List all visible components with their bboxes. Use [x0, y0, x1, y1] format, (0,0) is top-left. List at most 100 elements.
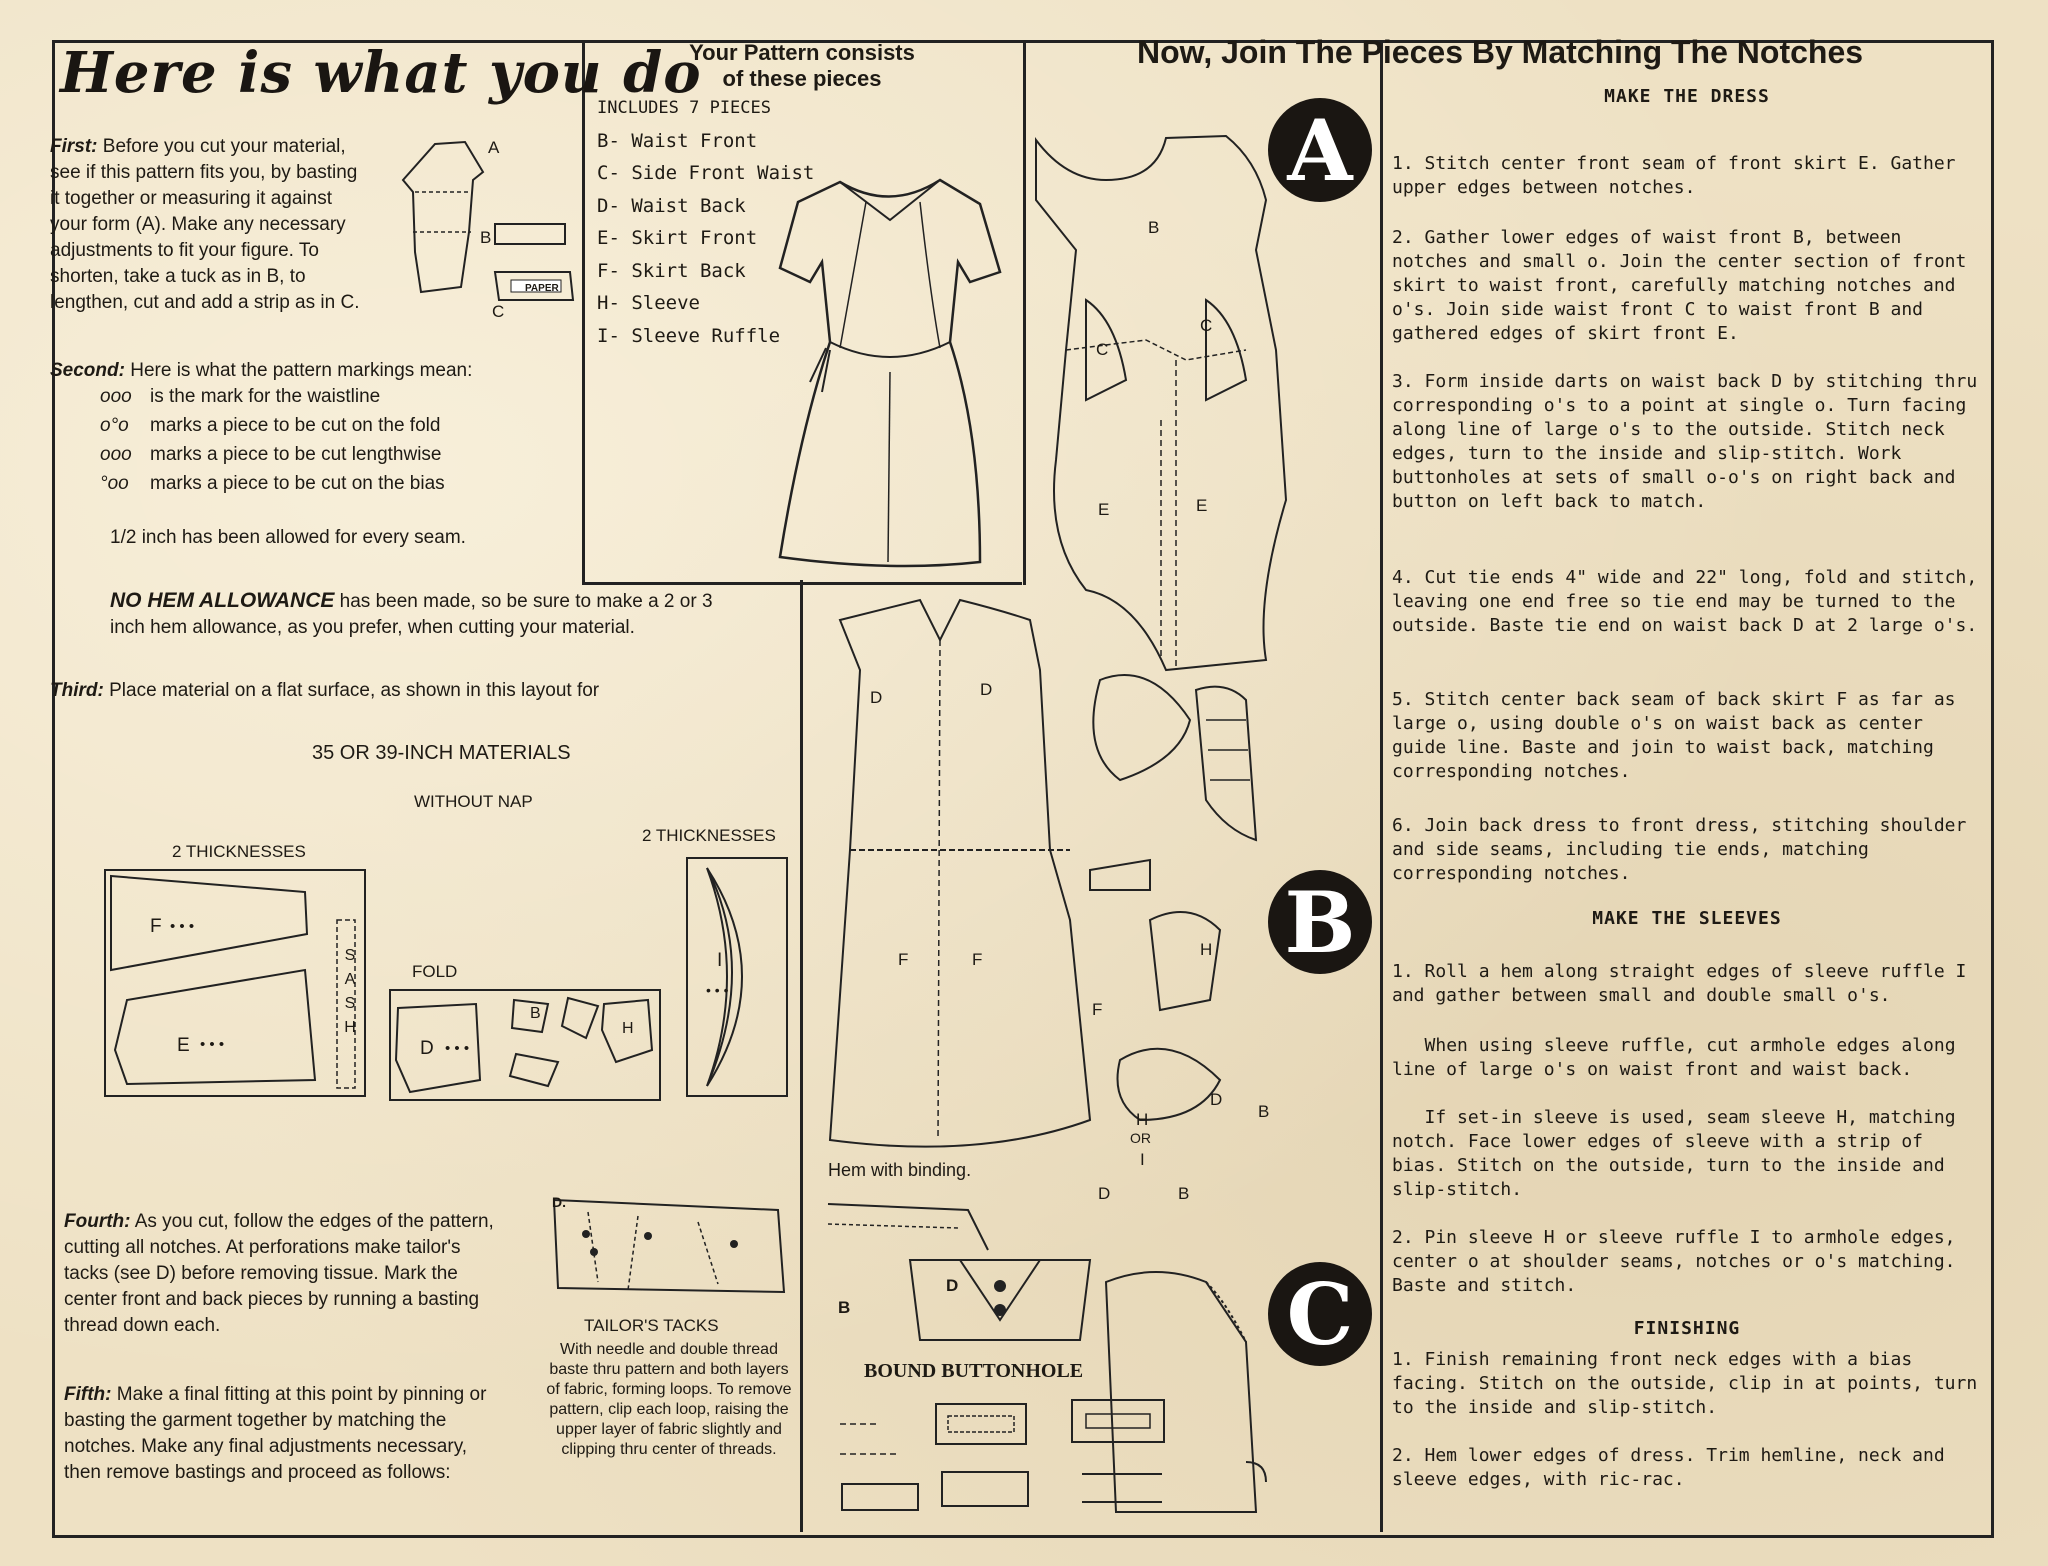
marking-row: o°o marks a piece to be cut on the fold — [100, 415, 440, 437]
fig-b-letter-or: OR — [1130, 1130, 1151, 1146]
fig-b-letter-h2: H — [1136, 1110, 1149, 1129]
layout-dots-e: • • • — [200, 1036, 225, 1053]
layout-diagram-right — [686, 857, 788, 1097]
marking-symbol: ooo — [100, 444, 132, 465]
sleeve-step: 1. Roll a hem along straight edges of sl… — [1392, 961, 1967, 1006]
finish-step: 1. Finish remaining front neck edges wit… — [1392, 1349, 1978, 1418]
sash-letter: S — [344, 995, 356, 1012]
badge-b: B — [1268, 870, 1372, 974]
dress-step: 3. Form inside darts on waist back D by … — [1392, 371, 1978, 512]
two-thicknesses-right: 2 THICKNESSES — [642, 826, 776, 845]
fig-b-letter-i: I — [1140, 1150, 1145, 1169]
fifth-label: Fifth: — [64, 1384, 112, 1405]
first-paragraph: First: Before you cut your material, see… — [50, 134, 372, 316]
dress-illustration — [778, 178, 1002, 568]
third-label: Third: — [50, 680, 104, 701]
figure-c-illustration — [1104, 1271, 1267, 1513]
layout-dots-d: • • • — [445, 1040, 470, 1057]
dress-step: 4. Cut tie ends 4" wide and 22" long, fo… — [1392, 567, 1978, 636]
right-divider — [1380, 40, 1383, 1532]
fig-letter-c: C — [492, 302, 505, 321]
third-text: Place material on a flat surface, as sho… — [103, 680, 600, 701]
piece-item: I- Sleeve Ruffle — [597, 324, 781, 347]
dress-step: 1. Stitch center front seam of front ski… — [1392, 153, 1956, 198]
marking-text: marks a piece to be cut on the fold — [150, 415, 441, 436]
marking-symbol: °oo — [100, 473, 129, 494]
fig-b-letter-d1: D — [870, 688, 883, 707]
piece-item: H- Sleeve — [597, 292, 700, 314]
fig-c-letter-d: D — [946, 1276, 959, 1295]
sleeve-step: When using sleeve ruffle, cut armhole ed… — [1392, 1035, 1967, 1080]
figure-b-illustration — [828, 598, 1222, 1148]
sash-label: S A S H — [343, 944, 357, 1040]
hem-text: has been made, so be sure to make a 2 or… — [110, 591, 713, 638]
tacks-heading: TAILOR'S TACKS — [584, 1316, 719, 1335]
dress-step: 5. Stitch center back seam of back skirt… — [1392, 689, 1956, 782]
make-dress-heading: MAKE THE DRESS — [1604, 86, 1770, 107]
fold-label: FOLD — [412, 962, 458, 981]
ruffle-illustration — [1194, 685, 1258, 842]
pattern-title: Your Pattern consists of these pieces — [592, 40, 1012, 92]
badge-a: A — [1268, 98, 1372, 202]
fifth-text: Make a final fitting at this point by pi… — [64, 1384, 487, 1483]
fig-a-letter-c1: C — [1096, 340, 1109, 359]
marking-symbol: o°o — [100, 415, 129, 436]
fourth-text: As you cut, follow the edges of the patt… — [64, 1211, 494, 1336]
sash-letter: S — [344, 947, 356, 964]
marking-row: °oo marks a piece to be cut on the bias — [100, 473, 445, 495]
piece-item: F- Skirt Back — [597, 259, 746, 282]
layout-letter-f: F — [150, 916, 162, 937]
fig-b-letter-d4: D — [1098, 1184, 1111, 1203]
fig-b-letter-f2: F — [972, 950, 983, 969]
marking-text: is the mark for the waistline — [150, 386, 381, 407]
sleeve-step: If set-in sleeve is used, seam sleeve H,… — [1392, 1107, 1967, 1200]
fig-letter-a: A — [488, 138, 500, 157]
make-sleeves-heading: MAKE THE SLEEVES — [1592, 908, 1782, 929]
fig-b-letter-f3: F — [1092, 1000, 1103, 1019]
piece-item: E- Skirt Front — [597, 227, 758, 249]
seam-allowance-text: 1/2 inch has been allowed for every seam… — [110, 527, 466, 548]
figure-a-illustration — [1035, 134, 1288, 672]
fig-c-letter-b: B — [838, 1298, 851, 1317]
layout-letter-d: D — [420, 1038, 434, 1059]
left-divider — [582, 40, 585, 585]
sash-letter: A — [344, 971, 356, 988]
fig-a-letter-c2: C — [1200, 316, 1213, 335]
fig-a-letter-e2: E — [1196, 496, 1208, 515]
second-paragraph: Second: Here is what the pattern marking… — [50, 358, 580, 384]
materials-heading: 35 OR 39-INCH MATERIALS — [312, 742, 571, 764]
piece-item: B- Waist Front — [597, 129, 758, 152]
finishing-heading: FINISHING — [1633, 1318, 1741, 1339]
dress-step: 6. Join back dress to front dress, stitc… — [1392, 815, 1967, 884]
pattern-box-right-divider — [1023, 40, 1026, 585]
layout-letter-h: H — [622, 1020, 634, 1037]
piece-item: D- Waist Back — [597, 194, 746, 217]
badge-c: C — [1268, 1262, 1372, 1366]
layout-letter-b: B — [530, 1005, 541, 1022]
tacks-letter: D. — [552, 1194, 566, 1210]
marking-text: marks a piece to be cut on the bias — [150, 473, 445, 494]
hem-paragraph: NO HEM ALLOWANCE has been made, so be su… — [110, 588, 750, 641]
fig-a-letter-b: B — [1148, 218, 1160, 237]
sash-letter: H — [344, 1019, 356, 1036]
layout-letter-i: I — [717, 950, 723, 971]
hem-binding-label: Hem with binding. — [828, 1160, 972, 1180]
bound-buttonhole-heading: BOUND BUTTONHOLE — [864, 1360, 1084, 1382]
paper-label: PAPER — [525, 283, 559, 294]
finish-step: 2. Hem lower edges of dress. Trim hemlin… — [1392, 1445, 1945, 1490]
fig-b-letter-b2: B — [1178, 1184, 1190, 1203]
first-text: Before you cut your material, see if thi… — [50, 136, 360, 313]
hem-label: NO HEM ALLOWANCE — [110, 589, 335, 612]
layout-letter-e: E — [177, 1035, 190, 1056]
tailors-tacks-illustration — [552, 1198, 786, 1294]
piece-list: INCLUDES 7 PIECES B- Waist Front C- Side… — [597, 92, 814, 352]
first-label: First: — [50, 136, 98, 157]
layout-dots-f: • • • — [170, 918, 195, 935]
second-text: Here is what the pattern markings mean: — [124, 360, 473, 381]
layout-diagram-fold — [389, 989, 661, 1101]
hem-binding-illustration — [827, 1203, 989, 1251]
fig-b-letter-d2: D — [980, 680, 993, 699]
fig-a-letter-e1: E — [1098, 500, 1110, 519]
